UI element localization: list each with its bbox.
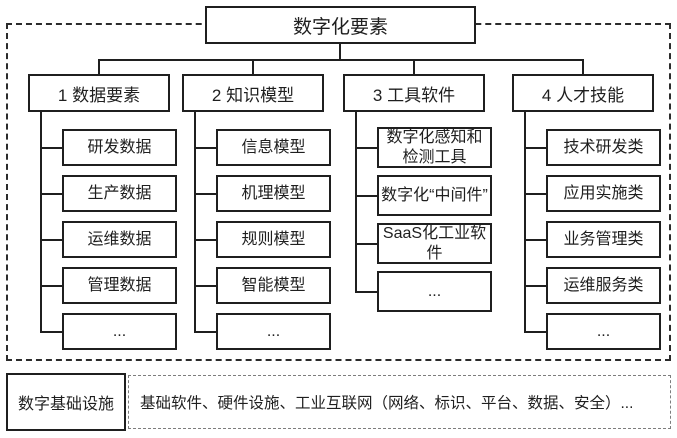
tree-node: 研发数据 bbox=[62, 129, 177, 166]
column-trunk-line bbox=[524, 112, 526, 333]
child-tick-line bbox=[524, 331, 546, 333]
column-trunk-line bbox=[194, 112, 196, 333]
tree-node: 运维数据 bbox=[62, 221, 177, 258]
column-title: 1 数据要素 bbox=[57, 85, 141, 105]
column-title: 4 人才技能 bbox=[541, 85, 625, 105]
child-tick-line bbox=[194, 239, 216, 241]
tree-node-label: 智能模型 bbox=[241, 276, 306, 294]
child-tick-line bbox=[194, 147, 216, 149]
tree-node: ... bbox=[216, 313, 331, 350]
tree-node-label: 规则模型 bbox=[241, 230, 306, 248]
child-tick-line bbox=[355, 291, 377, 293]
tree-node-label: 技术研发类 bbox=[563, 138, 644, 156]
column-title: 2 知识模型 bbox=[211, 85, 295, 105]
column-header-1: 1 数据要素 bbox=[28, 74, 170, 112]
foundation-description-box: 基础软件、硬件设施、工业互联网（网络、标识、平台、数据、安全）... bbox=[128, 375, 671, 429]
column-header-4: 4 人才技能 bbox=[512, 74, 654, 112]
tree-node: 管理数据 bbox=[62, 267, 177, 304]
child-tick-line bbox=[194, 285, 216, 287]
tree-node: 规则模型 bbox=[216, 221, 331, 258]
column-trunk-line bbox=[40, 112, 42, 333]
tree-node-label: ... bbox=[266, 322, 281, 340]
foundation-node: 数字基础设施 bbox=[6, 373, 126, 431]
tree-node: 业务管理类 bbox=[546, 221, 661, 258]
foundation-node-label: 数字基础设施 bbox=[17, 396, 114, 413]
tree-node-label: 信息模型 bbox=[241, 138, 306, 156]
column-drop-line bbox=[582, 59, 584, 74]
tree-node: 技术研发类 bbox=[546, 129, 661, 166]
foundation-description-text: 基础软件、硬件设施、工业互联网（网络、标识、平台、数据、安全）... bbox=[140, 395, 634, 412]
child-tick-line bbox=[40, 193, 62, 195]
column-header-2: 2 知识模型 bbox=[182, 74, 324, 112]
tree-node: 智能模型 bbox=[216, 267, 331, 304]
child-tick-line bbox=[40, 331, 62, 333]
tree-node-label: 业务管理类 bbox=[563, 230, 644, 248]
column-trunk-line bbox=[355, 112, 357, 293]
tree-node-label: 运维数据 bbox=[87, 230, 152, 248]
child-tick-line bbox=[355, 243, 377, 245]
column-drop-line bbox=[252, 59, 254, 74]
child-tick-line bbox=[194, 193, 216, 195]
tree-node: 运维服务类 bbox=[546, 267, 661, 304]
tree-node: 数字化感知和检测工具 bbox=[377, 127, 492, 168]
tree-node-label: 管理数据 bbox=[87, 276, 152, 294]
child-tick-line bbox=[355, 195, 377, 197]
tree-node-label: 应用实施类 bbox=[563, 184, 644, 202]
tree-node-label: ... bbox=[427, 282, 442, 300]
child-tick-line bbox=[40, 239, 62, 241]
tree-node-label: 数字化“中间件” bbox=[381, 186, 488, 204]
branch-horizontal-line bbox=[98, 59, 584, 61]
tree-node-label: 数字化感知和检测工具 bbox=[386, 129, 483, 166]
tree-node: 机理模型 bbox=[216, 175, 331, 212]
root-connector bbox=[339, 44, 341, 60]
child-tick-line bbox=[524, 147, 546, 149]
tree-node-label: SaaS化工业软件 bbox=[382, 225, 487, 262]
tree-node: 数字化“中间件” bbox=[377, 175, 492, 216]
root-node: 数字化要素 bbox=[205, 6, 476, 44]
column-title: 3 工具软件 bbox=[372, 85, 456, 105]
child-tick-line bbox=[194, 331, 216, 333]
child-tick-line bbox=[524, 285, 546, 287]
tree-node-label: ... bbox=[112, 322, 127, 340]
tree-node: 应用实施类 bbox=[546, 175, 661, 212]
tree-node-label: ... bbox=[596, 322, 611, 340]
column-drop-line bbox=[413, 59, 415, 74]
column-drop-line bbox=[98, 59, 100, 74]
child-tick-line bbox=[40, 285, 62, 287]
tree-node: SaaS化工业软件 bbox=[377, 223, 492, 264]
tree-node: 生产数据 bbox=[62, 175, 177, 212]
tree-node-label: 运维服务类 bbox=[563, 276, 644, 294]
child-tick-line bbox=[524, 239, 546, 241]
tree-node-label: 研发数据 bbox=[87, 138, 152, 156]
tree-node: ... bbox=[377, 271, 492, 312]
tree-node-label: 机理模型 bbox=[241, 184, 306, 202]
column-header-3: 3 工具软件 bbox=[343, 74, 485, 112]
tree-node-label: 生产数据 bbox=[87, 184, 152, 202]
child-tick-line bbox=[355, 147, 377, 149]
child-tick-line bbox=[524, 193, 546, 195]
tree-node: ... bbox=[62, 313, 177, 350]
tree-node: 信息模型 bbox=[216, 129, 331, 166]
child-tick-line bbox=[40, 147, 62, 149]
root-node-label: 数字化要素 bbox=[292, 16, 388, 38]
tree-node: ... bbox=[546, 313, 661, 350]
